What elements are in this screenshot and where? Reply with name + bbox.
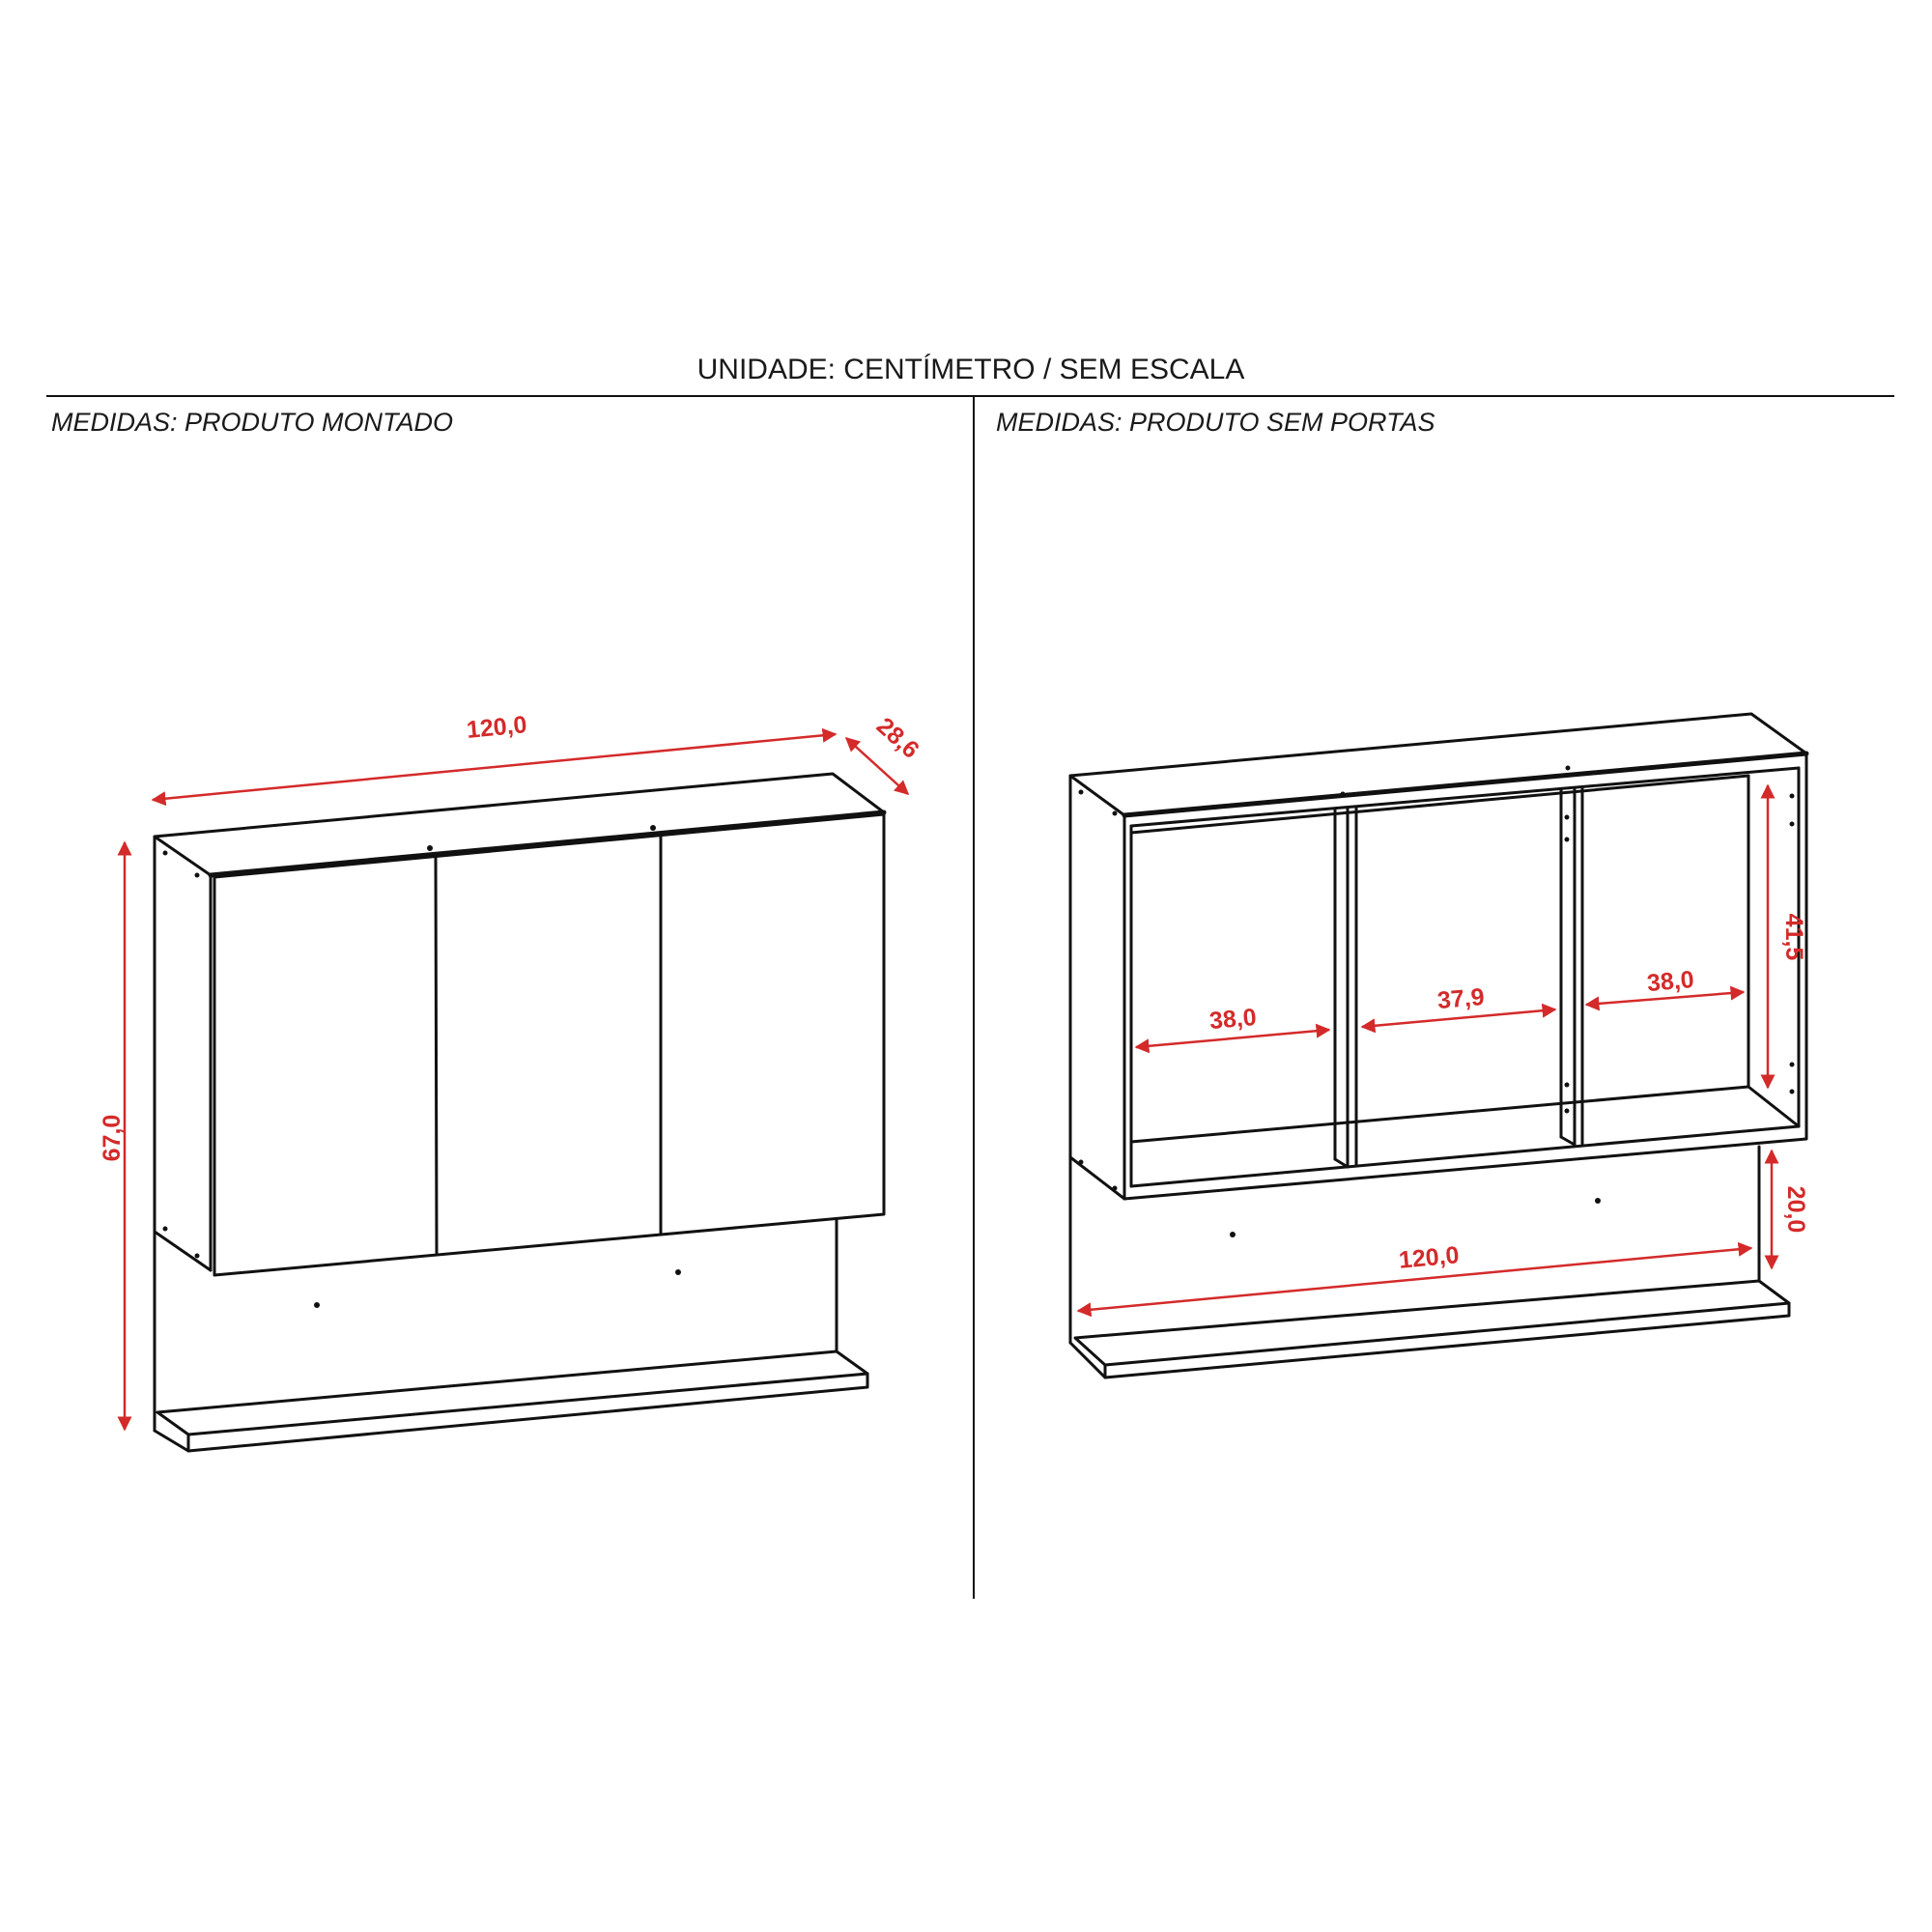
width-label: 120,0 — [466, 711, 528, 744]
niche-center-label: 37,9 — [1436, 983, 1486, 1014]
divider-right — [1559, 786, 1584, 1147]
niche-left-label: 38,0 — [1208, 1004, 1258, 1035]
shelf-width-label: 120,0 — [1398, 1241, 1461, 1274]
units-title: UNIDADE: CENTÍMETRO / SEM ESCALA — [697, 354, 1245, 385]
panel-label-no-doors: MEDIDAS: PRODUTO SEM PORTAS — [996, 408, 1435, 437]
assembled-cabinet — [153, 772, 887, 1453]
shelf-width-arrow — [1076, 1241, 1753, 1318]
height-label: 67,0 — [99, 1115, 126, 1162]
door-split — [434, 855, 439, 1255]
assembled-dimensions: 120,0 28,6 67,0 — [99, 711, 924, 1432]
niche-right-label: 38,0 — [1646, 966, 1695, 997]
open-dimensions: 38,0 37,9 38,0 41,5 20,0 120,0 — [1076, 783, 1809, 1318]
depth-arrow — [844, 736, 910, 796]
depth-label: 28,6 — [871, 712, 924, 763]
gap-height-label: 20,0 — [1782, 1186, 1809, 1234]
panel-label-assembled: MEDIDAS: PRODUTO MONTADO — [51, 408, 453, 437]
niche-height-label: 41,5 — [1780, 914, 1807, 961]
niche-center-arrow — [1360, 1003, 1557, 1034]
open-cabinet — [1068, 712, 1809, 1379]
door-fronts — [213, 812, 886, 1277]
niche-right-arrow — [1584, 985, 1746, 1011]
niche-left-arrow — [1134, 1023, 1331, 1054]
divider-left — [1333, 805, 1358, 1169]
width-arrow — [151, 727, 838, 807]
